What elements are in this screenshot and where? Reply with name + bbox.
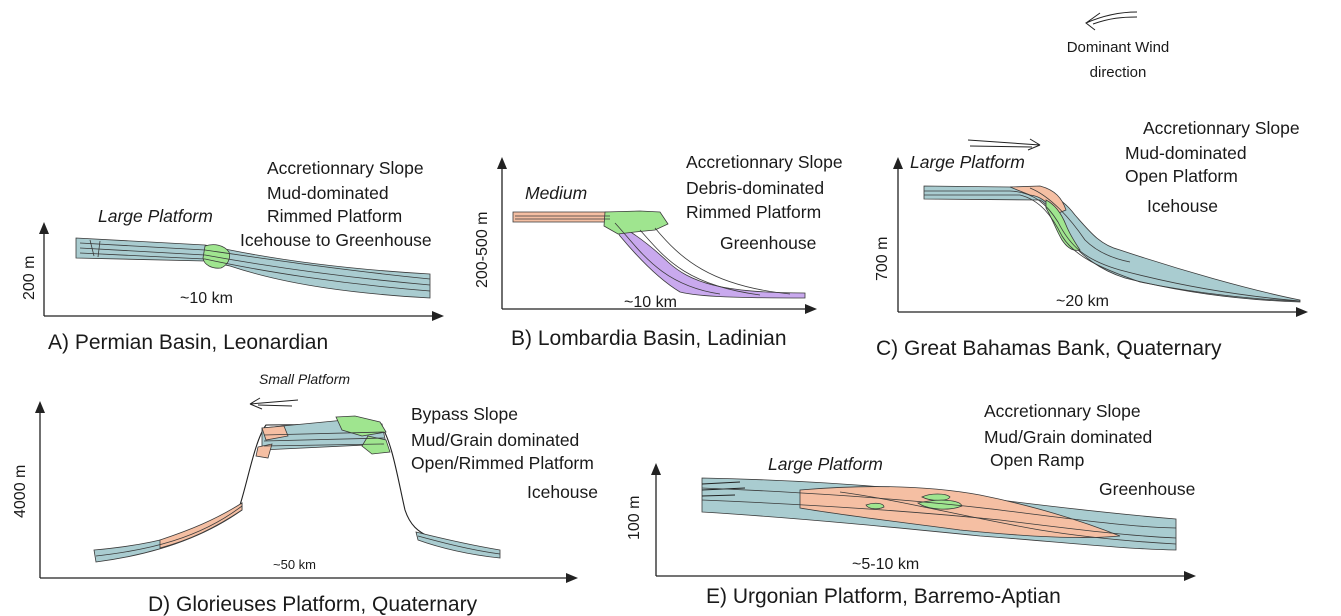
panel-a: Large Platform Accretionnary Slope Mud-d… bbox=[21, 158, 444, 354]
wind-legend-line-2: direction bbox=[1090, 64, 1147, 81]
panel-a-desc-2: Mud-dominated bbox=[267, 183, 389, 203]
panel-d-caption: D) Glorieuses Platform, Quaternary bbox=[148, 593, 478, 616]
panel-a-scale: ~10 km bbox=[180, 290, 233, 307]
arrow-icon bbox=[651, 463, 661, 475]
arrow-icon bbox=[35, 401, 45, 413]
panel-c-scale: ~20 km bbox=[1056, 293, 1109, 310]
panel-b-desc-3: Rimmed Platform bbox=[686, 202, 821, 222]
panel-e-desc-3: Open Ramp bbox=[990, 450, 1084, 470]
panel-d-wind-arrow bbox=[249, 397, 299, 410]
panel-a-axes bbox=[39, 222, 444, 321]
arrow-icon bbox=[1184, 571, 1196, 581]
arrow-icon bbox=[39, 222, 49, 234]
panel-d-desc-1: Bypass Slope bbox=[411, 404, 518, 424]
panel-a-platform-label: Large Platform bbox=[98, 206, 213, 226]
arrow-icon bbox=[805, 304, 817, 314]
panel-d-y-axis-label: 4000 m bbox=[12, 465, 29, 518]
panel-a-section bbox=[75, 237, 431, 299]
panel-d-scale: ~50 km bbox=[273, 557, 316, 572]
panel-e-caption: E) Urgonian Platform, Barremo-Aptian bbox=[706, 585, 1061, 608]
hollow-arrow-left-icon bbox=[1085, 11, 1138, 31]
panel-d-platform-label: Small Platform bbox=[259, 371, 350, 387]
arrow-icon bbox=[1296, 307, 1308, 317]
panel-d-desc-4: Icehouse bbox=[527, 482, 598, 502]
panel-a-desc-1: Accretionnary Slope bbox=[267, 158, 424, 178]
panel-b-platform-label: Medium bbox=[525, 183, 587, 203]
panel-c-wind-arrow bbox=[967, 138, 1041, 151]
wind-legend-line-1: Dominant Wind bbox=[1067, 39, 1170, 56]
panel-b-y-axis-label: 200-500 m bbox=[474, 212, 491, 289]
panel-b-scale: ~10 km bbox=[624, 294, 677, 311]
panel-c-desc-2: Mud-dominated bbox=[1125, 143, 1247, 163]
panel-e-platform-label: Large Platform bbox=[768, 454, 883, 474]
panel-e-y-axis-label: 100 m bbox=[626, 496, 643, 540]
arrow-icon bbox=[566, 573, 578, 583]
panel-c-desc-1: Accretionnary Slope bbox=[1143, 118, 1300, 138]
panel-d-desc-2: Mud/Grain dominated bbox=[411, 430, 579, 450]
wind-legend: Dominant Wind direction bbox=[1067, 11, 1170, 81]
arrow-icon bbox=[497, 157, 507, 169]
panel-e-section bbox=[701, 477, 1177, 551]
panel-a-desc-3: Rimmed Platform bbox=[267, 206, 402, 226]
panel-b-desc-1: Accretionnary Slope bbox=[686, 152, 843, 172]
panel-e-desc-1: Accretionnary Slope bbox=[984, 401, 1141, 421]
panel-c: Large Platform Accretionnary Slope Mud-d… bbox=[874, 118, 1308, 360]
panel-d-desc-3: Open/Rimmed Platform bbox=[411, 453, 594, 473]
panel-a-desc-4: Icehouse to Greenhouse bbox=[240, 230, 432, 250]
panel-b-axes bbox=[497, 157, 817, 314]
panel-b-desc-4: Greenhouse bbox=[720, 233, 816, 253]
panel-b-caption: B) Lombardia Basin, Ladinian bbox=[511, 327, 787, 350]
panel-e-axes bbox=[651, 463, 1196, 581]
panel-a-y-axis-label: 200 m bbox=[21, 256, 38, 300]
panel-e: Large Platform Accretionnary Slope Mud/G… bbox=[626, 401, 1196, 608]
panel-c-axes bbox=[893, 157, 1308, 317]
panel-c-desc-4: Icehouse bbox=[1147, 196, 1218, 216]
panel-d-section bbox=[93, 415, 501, 563]
panel-b-desc-2: Debris-dominated bbox=[686, 178, 824, 198]
panel-e-scale: ~5-10 km bbox=[852, 556, 919, 573]
arrow-icon bbox=[893, 157, 903, 169]
panel-b: Medium Accretionnary Slope Debris-domina… bbox=[474, 152, 843, 350]
panel-c-section bbox=[923, 185, 1301, 303]
panel-c-platform-label: Large Platform bbox=[910, 152, 1025, 172]
panel-d-axes bbox=[35, 401, 578, 583]
panel-c-y-axis-label: 700 m bbox=[874, 237, 891, 281]
panel-c-desc-3: Open Platform bbox=[1125, 166, 1238, 186]
panel-e-desc-4: Greenhouse bbox=[1099, 479, 1195, 499]
panel-d: Small Platform Bypass Slope Mud/Grain do… bbox=[12, 371, 598, 616]
panel-e-desc-2: Mud/Grain dominated bbox=[984, 427, 1152, 447]
panel-a-caption: A) Permian Basin, Leonardian bbox=[48, 331, 328, 354]
arrow-icon bbox=[432, 311, 444, 321]
panel-c-caption: C) Great Bahamas Bank, Quaternary bbox=[876, 337, 1222, 360]
panel-b-section bbox=[512, 210, 806, 299]
